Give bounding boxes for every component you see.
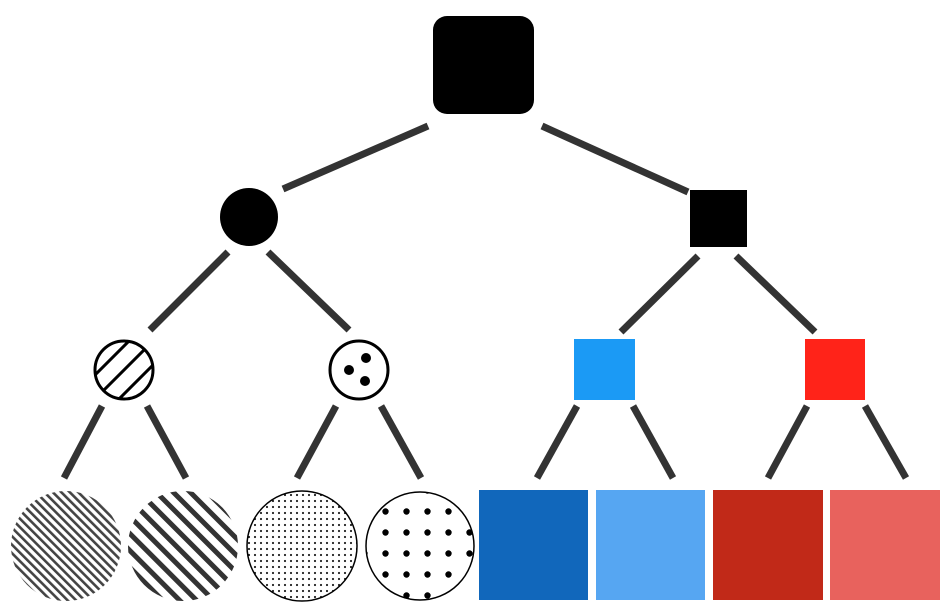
coarse-dot-circle-leaf [365, 491, 475, 601]
dark-blue-square-leaf [479, 490, 588, 600]
edge-root-circle [281, 122, 430, 193]
edge-blue-left [533, 404, 581, 480]
dark-red-square-leaf [713, 490, 823, 600]
edge-red-right [861, 404, 910, 480]
root-node [433, 16, 534, 114]
fine-hatch-circle-leaf [11, 491, 121, 601]
red-square-node [805, 339, 865, 400]
edge-circle-dotted [265, 249, 352, 333]
edge-circle-hatched [147, 249, 231, 333]
edge-dotted-right [377, 404, 425, 480]
coarse-hatch-circle-leaf [128, 491, 238, 601]
light-red-square-leaf [830, 490, 940, 600]
square-node [690, 190, 747, 247]
hatched-circle-node [93, 339, 155, 401]
edge-red-left [764, 404, 811, 480]
circle-node [220, 188, 278, 246]
edge-square-red [733, 253, 818, 335]
three-dot-circle-node [328, 339, 390, 401]
edge-dotted-left [293, 404, 340, 480]
edge-hatched-left [60, 404, 106, 480]
tree-edges [60, 122, 910, 480]
edge-blue-right [629, 404, 677, 480]
edge-square-blue [618, 253, 701, 335]
light-blue-square-leaf [596, 490, 705, 600]
edge-hatched-right [143, 404, 190, 480]
fine-dot-circle-leaf [246, 490, 358, 602]
blue-square-node [574, 339, 635, 400]
edge-root-square [540, 122, 690, 196]
